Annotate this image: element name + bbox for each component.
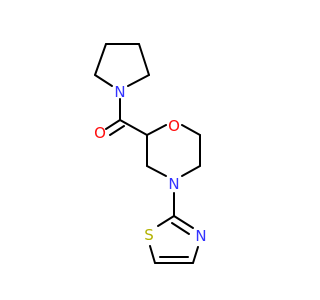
bond-thz-s-c5 <box>149 245 156 264</box>
molecule-structure: N O O N S N <box>94 43 207 264</box>
atom-labels: N O O N S N <box>94 83 207 245</box>
atom-n-pyrrolidine: N <box>114 83 125 101</box>
atom-s-thiazole: S <box>144 226 154 244</box>
bond-morph-c2-o <box>146 124 167 136</box>
bond-carbonyl-c2 <box>119 119 148 136</box>
bond-thz-c4-n <box>192 246 199 264</box>
bond-thz-n-c2-a <box>173 215 194 229</box>
bond-morph-o-c6 <box>181 124 201 136</box>
bond-thz-n-c2-b <box>171 222 190 235</box>
atom-o-morpholine: O <box>168 117 180 135</box>
bonds <box>94 43 201 264</box>
bond-pyr-3 <box>127 74 150 87</box>
bond-morph-c5-n <box>181 165 201 177</box>
atom-o-carbonyl: O <box>94 124 106 142</box>
molecule-canvas: N O O N S N <box>94 43 207 264</box>
bond-thz-c2-s <box>157 215 175 227</box>
atom-n-morpholine: N <box>168 175 179 193</box>
bond-co-double-a <box>105 119 121 130</box>
bond-pyr-2 <box>138 43 150 76</box>
bond-co-double-b <box>109 125 125 136</box>
atom-n-thiazole: N <box>195 227 206 245</box>
bond-morph-n-c3 <box>146 165 167 177</box>
bond-pyr-4 <box>94 74 113 87</box>
bond-pyr-5 <box>94 43 107 76</box>
